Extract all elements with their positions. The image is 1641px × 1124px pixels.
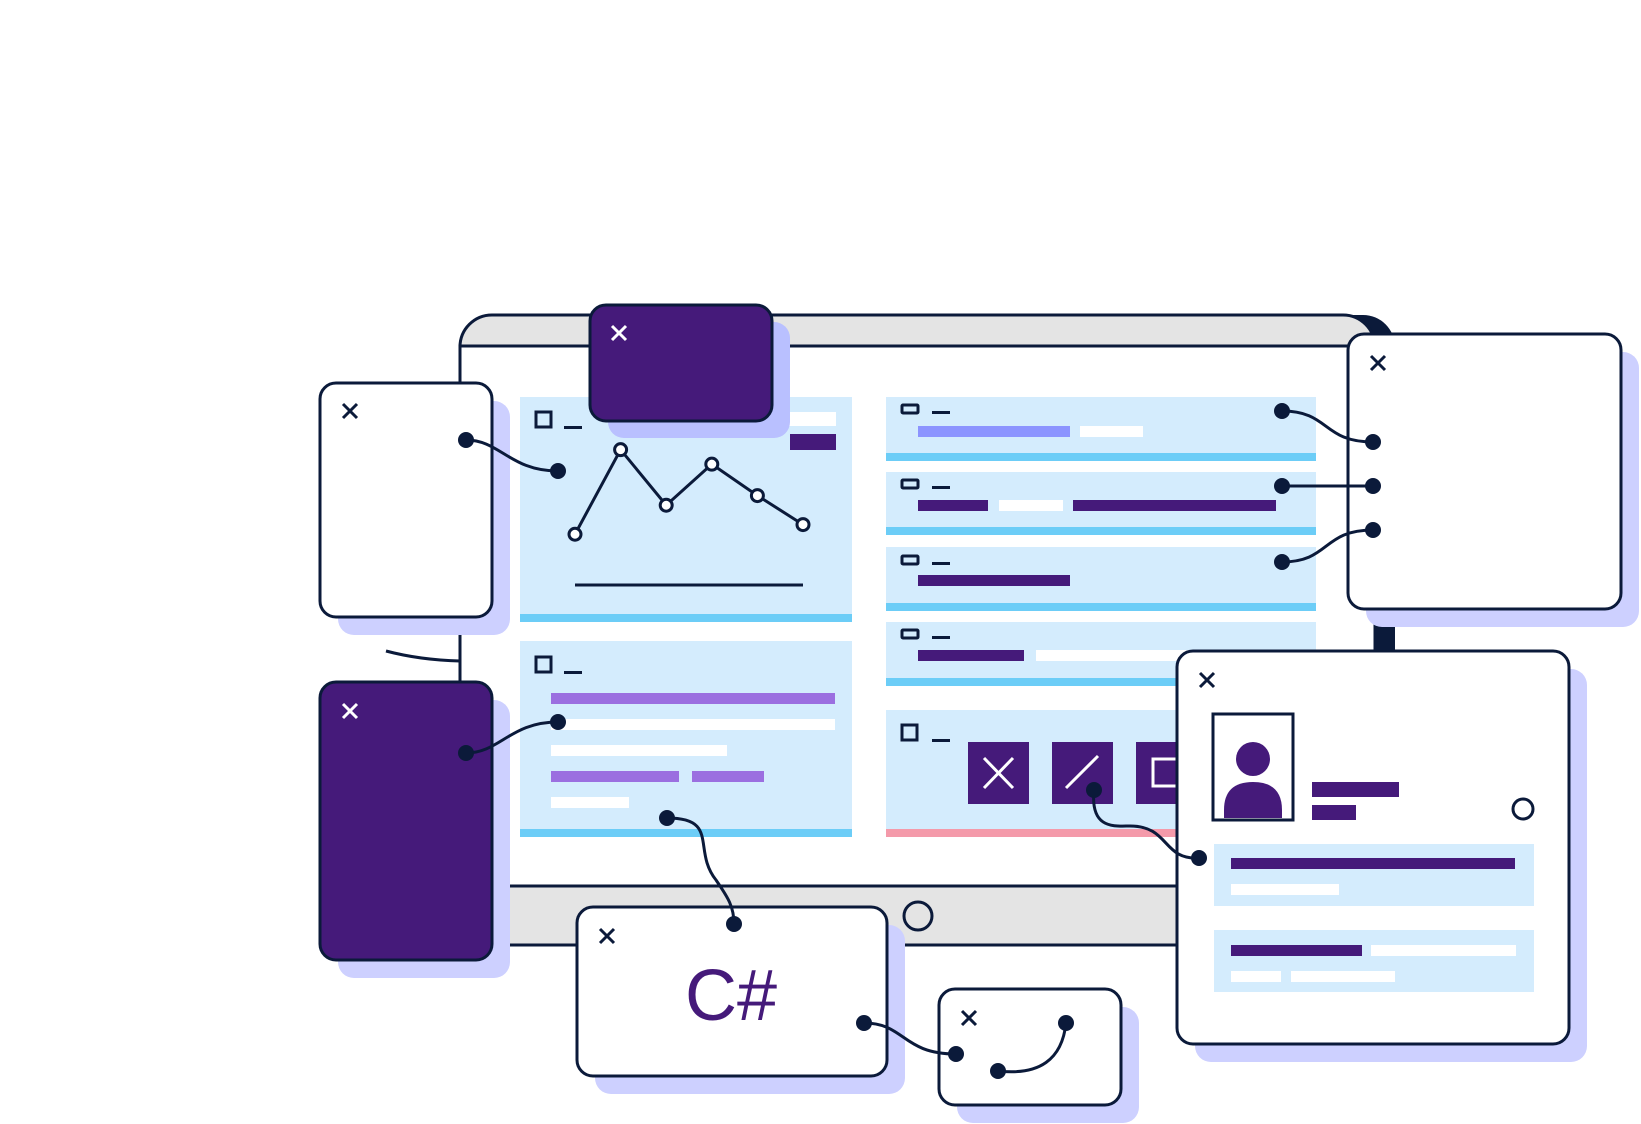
connector-node[interactable] [458,432,474,448]
chart-point [613,442,629,458]
close-icon[interactable] [1198,671,1216,689]
text-line [551,771,679,782]
floating-window[interactable] [1346,332,1639,627]
minus-icon [932,636,950,639]
text-line [692,771,764,782]
minus-icon [900,478,920,490]
minus-icon [564,426,582,429]
checkbox-icon[interactable] [534,655,553,674]
user-icon [1236,742,1270,776]
profile-name-bar [1312,782,1399,797]
list-row[interactable] [886,472,1316,535]
minus-icon [900,554,920,566]
connector-node[interactable] [550,714,566,730]
close-icon[interactable] [610,324,628,342]
line-chart [567,442,811,542]
user-icon [1224,782,1282,818]
profile-detail-block [1214,844,1534,906]
checkbox-icon[interactable] [534,410,553,429]
connector-node[interactable] [1058,1015,1074,1031]
connector-line [465,720,559,755]
connector-node[interactable] [1086,782,1102,798]
radio-icon[interactable] [1511,797,1535,821]
chart-point [704,456,720,472]
floating-window[interactable] [588,303,790,438]
connector-line [1281,409,1374,444]
connector-node[interactable] [990,1063,1006,1079]
connector-node[interactable] [726,916,742,932]
curve-connector [997,1022,1068,1074]
delete-button[interactable] [968,742,1029,804]
connectors [465,409,1374,1056]
floating-window[interactable] [318,381,510,635]
profile-detail-block [1214,930,1534,992]
minus-icon [932,486,950,489]
connector-line [465,438,559,473]
connector-node[interactable] [550,463,566,479]
minus-icon [932,739,950,742]
connector-node[interactable] [1191,850,1207,866]
connector-node[interactable] [458,745,474,761]
connector-node[interactable] [659,810,675,826]
text-line [551,745,727,756]
cable-arc [385,649,461,663]
connector-window[interactable] [937,987,1139,1123]
chart-legend-swatch [790,434,836,450]
chart-point [658,497,674,513]
connector-node[interactable] [1365,522,1381,538]
connector-node[interactable] [1274,403,1290,419]
minus-icon [900,403,920,415]
connector-node[interactable] [1365,478,1381,494]
list-row[interactable] [886,397,1316,461]
connector-node[interactable] [1274,478,1290,494]
avatar [1211,712,1295,822]
edit-button[interactable] [1052,742,1113,804]
close-icon[interactable] [598,927,616,945]
code-language-label: C# [685,956,777,1036]
text-line [551,797,629,808]
minus-icon [932,411,950,414]
chart-point [567,526,583,542]
list-card [520,641,852,837]
text-line [551,693,835,704]
connector-node[interactable] [948,1046,964,1062]
text-line [551,719,835,730]
minus-icon [900,628,920,640]
delete-icon [982,756,1015,790]
checkbox-icon[interactable] [900,723,919,742]
profile-window[interactable] [1175,649,1587,1062]
list-row[interactable] [886,547,1316,611]
minus-icon [932,562,950,565]
close-icon[interactable] [1369,354,1387,372]
close-icon[interactable] [341,702,359,720]
chart-point [795,517,811,533]
minus-icon [564,671,582,674]
close-icon[interactable] [960,1009,978,1027]
chart-series-line [573,446,804,535]
connector-line [863,1021,957,1056]
connector-node[interactable] [856,1015,872,1031]
floating-window[interactable] [318,680,510,978]
profile-role-bar [1312,805,1356,820]
code-window[interactable]: C# [575,905,905,1094]
connector-line [1092,789,1200,860]
close-icon[interactable] [341,402,359,420]
home-button[interactable] [902,900,934,932]
connector-node[interactable] [1274,554,1290,570]
connector-nodes [458,403,1381,1062]
connector-line [666,816,736,925]
connector-line [1281,528,1374,564]
edit-icon [1064,754,1100,790]
chart-point [749,488,765,504]
connector-node[interactable] [1365,434,1381,450]
